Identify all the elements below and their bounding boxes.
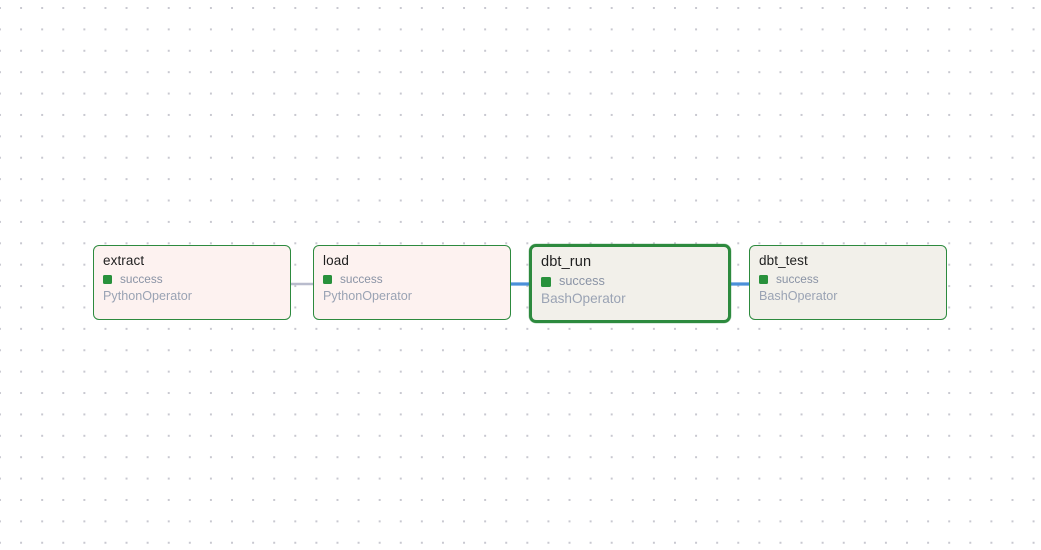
status-square-icon (103, 275, 112, 284)
status-label: success (120, 272, 163, 286)
node-operator-label: BashOperator (759, 289, 838, 303)
node-title: extract (103, 253, 145, 268)
status-label: success (559, 274, 605, 288)
node-status: success (759, 273, 946, 286)
status-label: success (340, 272, 383, 286)
node-title: dbt_test (759, 253, 808, 268)
status-square-icon (759, 275, 768, 284)
node-status: success (103, 273, 290, 286)
node-title: load (323, 253, 349, 268)
node-title: dbt_run (541, 254, 592, 270)
node-operator-label: BashOperator (541, 291, 626, 306)
node-operator-label: PythonOperator (103, 289, 192, 303)
status-label: success (776, 272, 819, 286)
status-square-icon (541, 276, 551, 287)
node-status: success (541, 275, 728, 288)
status-square-icon (323, 275, 332, 284)
node-operator-label: PythonOperator (323, 289, 412, 303)
node-status: success (323, 273, 510, 286)
